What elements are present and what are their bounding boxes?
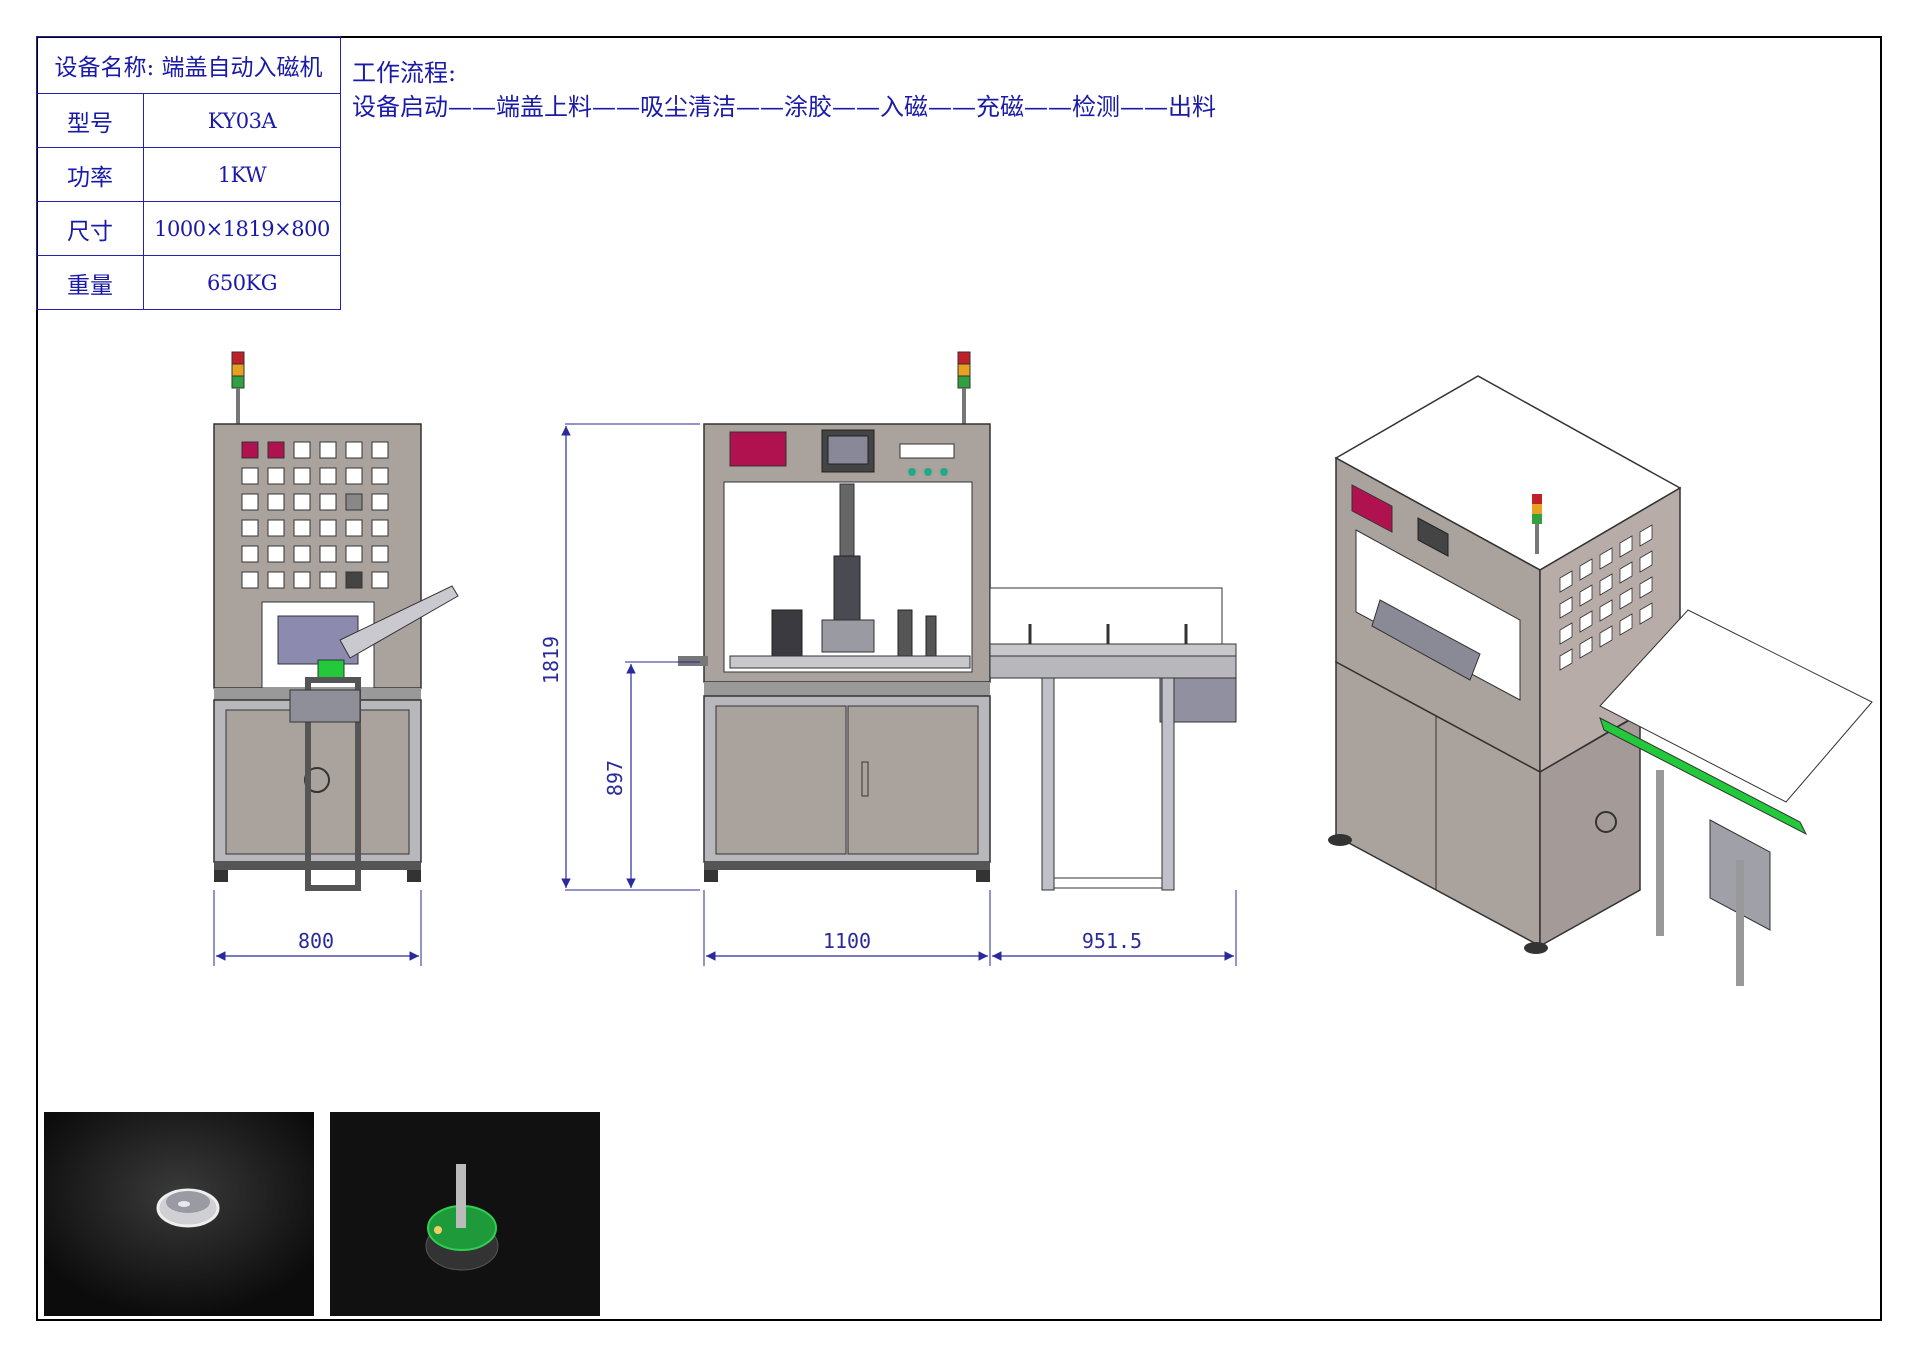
isometric-view bbox=[1328, 375, 1873, 986]
signal-tower-iso-icon bbox=[1532, 494, 1542, 554]
product-photo-assembly bbox=[330, 1112, 600, 1316]
vent-grid-side bbox=[241, 441, 389, 589]
spec-value-model: KY03A bbox=[143, 93, 341, 148]
spec-label-power: 功率 bbox=[36, 147, 144, 202]
signal-tower-front-icon bbox=[957, 351, 971, 424]
dim-total-height: 1819 bbox=[539, 636, 563, 684]
workflow-block: 工作流程: 设备启动——端盖上料——吸尘清洁——涂胶——入磁——充磁——检测——… bbox=[352, 56, 1216, 124]
spec-table: 设备名称: 端盖自动入磁机 型号 KY03A 功率 1KW 尺寸 1000×18… bbox=[36, 36, 341, 310]
dim-table-height: 897 bbox=[603, 760, 627, 796]
spec-title-cell: 设备名称: 端盖自动入磁机 bbox=[36, 36, 341, 94]
signal-tower-side-icon bbox=[231, 351, 245, 424]
workflow-steps: 设备启动——端盖上料——吸尘清洁——涂胶——入磁——充磁——检测——出料 bbox=[352, 93, 1216, 121]
dim-conveyor-width: 951.5 bbox=[1082, 929, 1142, 953]
drawing-frame bbox=[36, 36, 1882, 1321]
spec-label-weight: 重量 bbox=[36, 255, 144, 310]
front-view: 1819 897 1100 951.5 bbox=[539, 351, 1237, 966]
spec-label-size: 尺寸 bbox=[36, 201, 144, 256]
spec-title-value: 端盖自动入磁机 bbox=[161, 55, 323, 81]
spec-value-size: 1000×1819×800 bbox=[143, 201, 341, 256]
vent-grid-iso bbox=[1559, 524, 1653, 671]
spec-title-label: 设备名称: bbox=[54, 55, 155, 81]
workflow-heading: 工作流程: bbox=[352, 59, 457, 87]
spec-value-weight: 650KG bbox=[143, 255, 341, 310]
spec-value-power: 1KW bbox=[143, 147, 341, 202]
product-photo-end-cap bbox=[44, 1112, 314, 1316]
dim-side-width: 800 bbox=[298, 929, 334, 953]
dim-front-width: 1100 bbox=[823, 929, 871, 953]
side-view: 800 bbox=[213, 351, 459, 966]
